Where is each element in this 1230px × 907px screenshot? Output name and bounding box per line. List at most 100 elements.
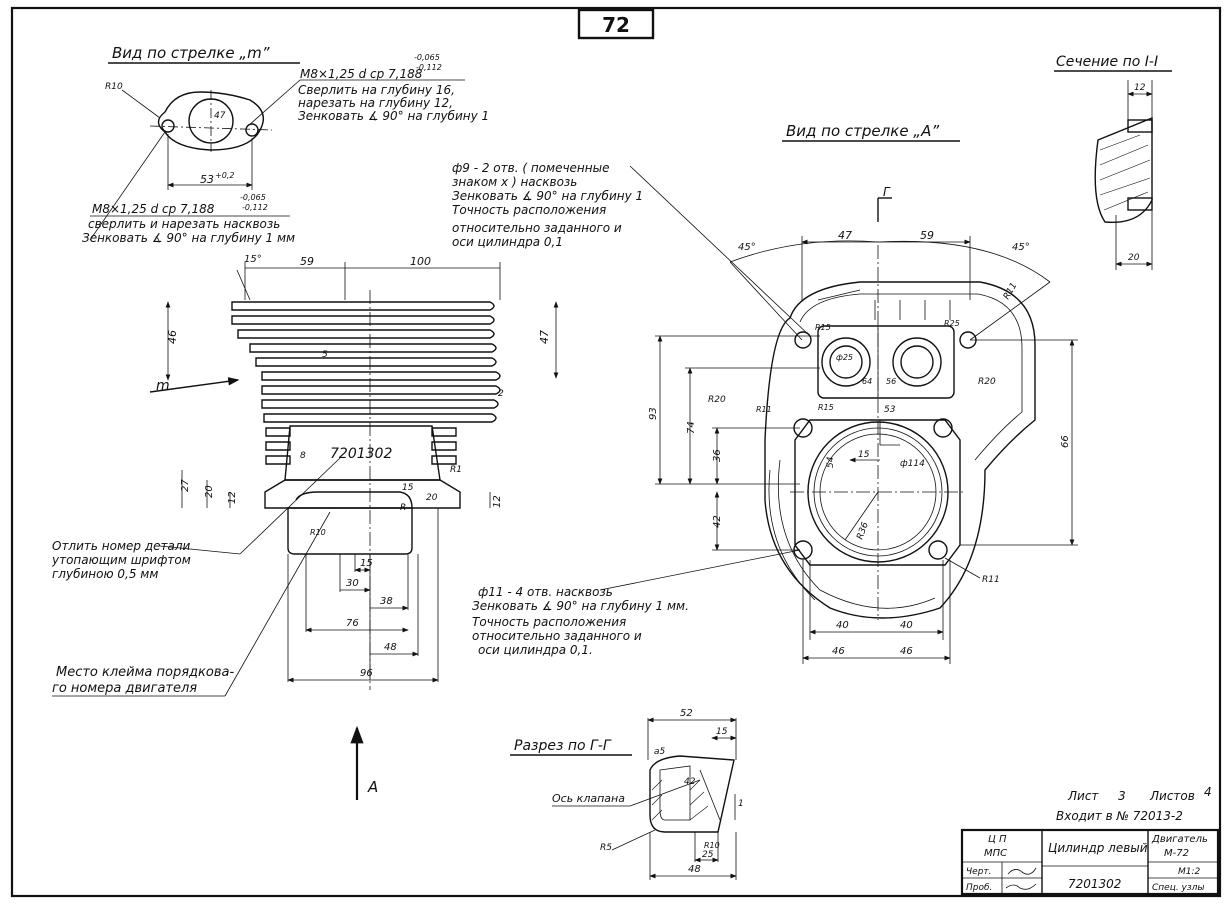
svg-text:М-72: М-72	[1164, 848, 1189, 859]
svg-text:относительно заданного и: относительно заданного и	[452, 221, 622, 235]
svg-text:8: 8	[300, 451, 306, 461]
title-block: Ц П МПС Цилиндр левый Двигатель М-72 Чер…	[960, 828, 1220, 896]
svg-text:R1: R1	[450, 465, 462, 475]
svg-text:R5: R5	[600, 843, 612, 853]
svg-text:15°: 15°	[244, 254, 262, 265]
svg-text:100: 100	[410, 255, 431, 268]
svg-text:66: 66	[1060, 435, 1071, 448]
svg-text:27: 27	[180, 479, 191, 492]
part-marking: 7201302	[330, 446, 392, 462]
cylinder-base	[264, 479, 461, 509]
svg-text:Ось клапана: Ось клапана	[552, 792, 625, 805]
svg-text:53: 53	[200, 173, 214, 186]
flange-hole-left	[161, 119, 175, 133]
svg-text:30: 30	[346, 578, 359, 589]
svg-text:20: 20	[204, 485, 215, 498]
svg-text:Отлить номер детали: Отлить номер детали	[52, 539, 191, 553]
sheet-number-box	[577, 8, 655, 40]
signature-drawn	[1007, 867, 1037, 875]
svg-text:46: 46	[900, 646, 913, 657]
svg-text:42: 42	[684, 777, 696, 787]
signature-checked	[1005, 883, 1037, 890]
svg-text:15: 15	[716, 727, 728, 737]
svg-text:76: 76	[346, 618, 359, 629]
svg-text:Г: Г	[883, 185, 891, 199]
svg-text:20: 20	[1128, 253, 1140, 263]
svg-text:38: 38	[380, 596, 393, 607]
cylinder-fins	[231, 301, 501, 465]
svg-text:40: 40	[836, 620, 849, 631]
svg-text:15: 15	[858, 450, 870, 460]
section-i-i: Сечение по I-I 12 20	[1054, 54, 1172, 270]
valve-port-left	[821, 337, 871, 387]
svg-text:Зенковать ∡ 90° на глубину 1 м: Зенковать ∡ 90° на глубину 1 мм.	[472, 599, 689, 613]
sheet-info: Лист 3 Листов 4 Входит в № 72013-2	[1056, 785, 1212, 823]
svg-text:M8×1,25 d ср 7,188: M8×1,25 d ср 7,188	[92, 202, 215, 216]
svg-text:R20: R20	[978, 377, 996, 387]
svg-text:ф9 - 2 отв. ( помеченные: ф9 - 2 отв. ( помеченные	[452, 161, 609, 175]
svg-text:96: 96	[360, 668, 373, 679]
svg-text:А: А	[367, 778, 378, 796]
svg-text:Лист: Лист	[1067, 789, 1099, 803]
svg-text:Спец. узлы: Спец. узлы	[1152, 883, 1205, 893]
svg-text:+0,2: +0,2	[215, 171, 234, 180]
svg-text:R11: R11	[982, 575, 1000, 585]
svg-text:утопающим шрифтом: утопающим шрифтом	[51, 553, 191, 567]
svg-text:4: 4	[1204, 785, 1212, 799]
svg-text:2: 2	[498, 389, 504, 399]
svg-text:15: 15	[360, 558, 373, 569]
svg-text:12: 12	[1134, 83, 1146, 93]
svg-text:45°: 45°	[738, 242, 756, 253]
svg-text:R36: R36	[855, 521, 871, 541]
svg-text:ф11 - 4 отв. насквозь: ф11 - 4 отв. насквозь	[478, 585, 613, 599]
svg-text:42: 42	[712, 515, 723, 528]
svg-text:R10: R10	[105, 82, 123, 92]
valve-port-right	[892, 337, 942, 387]
svg-text:сверлить и нарезать насквозь: сверлить и нарезать насквозь	[88, 217, 280, 231]
svg-text:46: 46	[166, 330, 179, 344]
svg-text:Цилиндр левый: Цилиндр левый	[1048, 841, 1148, 855]
svg-text:го номера двигателя: го номера двигателя	[52, 681, 197, 696]
svg-text:59: 59	[300, 255, 314, 268]
svg-text:m: m	[156, 378, 170, 394]
bore-square	[794, 419, 961, 566]
svg-text:R20: R20	[708, 395, 726, 405]
svg-text:относительно заданного и: относительно заданного и	[472, 629, 642, 643]
svg-text:20: 20	[426, 493, 438, 503]
svg-text:64: 64	[862, 377, 872, 386]
number-note: Отлить номер детали утопающим шрифтом гл…	[51, 457, 341, 581]
view-m: Вид по стрелке „m” 53 +0,2 47 R10 M8×1,2…	[82, 44, 489, 245]
svg-text:12: 12	[227, 491, 238, 504]
section-i-body	[1094, 116, 1153, 224]
svg-text:56: 56	[886, 377, 896, 386]
svg-text:-0,065: -0,065	[240, 193, 266, 202]
svg-text:12: 12	[492, 495, 503, 508]
svg-text:глубиною 0,5 мм: глубиною 0,5 мм	[52, 567, 158, 581]
svg-text:R10: R10	[704, 841, 720, 850]
svg-text:Ц П: Ц П	[988, 834, 1007, 845]
svg-text:ф25: ф25	[836, 353, 853, 362]
arrow-a: А	[350, 725, 378, 800]
section-g-g: Разрез по Г-Г 52 15 a5 42 1 Ось клапана …	[510, 708, 744, 880]
svg-text:46: 46	[832, 646, 845, 657]
svg-text:7201302: 7201302	[1068, 877, 1121, 891]
svg-text:25: 25	[702, 850, 714, 860]
svg-text:48: 48	[688, 864, 701, 875]
cylinder-skirt	[287, 507, 413, 555]
flange-hole-right	[245, 123, 259, 137]
svg-text:знаком x ) насквозь: знаком x ) насквозь	[452, 175, 577, 189]
svg-text:3: 3	[1118, 789, 1126, 803]
view-a: Вид по стрелке „А” ф9 - 2 отв. ( помечен…	[452, 122, 1078, 664]
svg-text:Точность расположения: Точность расположения	[452, 203, 606, 217]
section-g-title: Разрез по Г-Г	[514, 738, 612, 754]
svg-text:93: 93	[648, 407, 659, 420]
svg-text:Зенковать ∡ 90° на глубину 1: Зенковать ∡ 90° на глубину 1	[452, 189, 643, 203]
svg-text:M8×1,25 d ср 7,188: M8×1,25 d ср 7,188	[300, 67, 423, 81]
svg-text:15: 15	[402, 483, 414, 493]
svg-text:47: 47	[838, 229, 852, 242]
svg-text:Листов: Листов	[1149, 789, 1195, 803]
svg-text:47: 47	[214, 111, 226, 121]
view-a-title: Вид по стрелке „А”	[786, 122, 939, 140]
svg-text:R: R	[400, 503, 406, 513]
svg-text:R25: R25	[944, 319, 960, 328]
